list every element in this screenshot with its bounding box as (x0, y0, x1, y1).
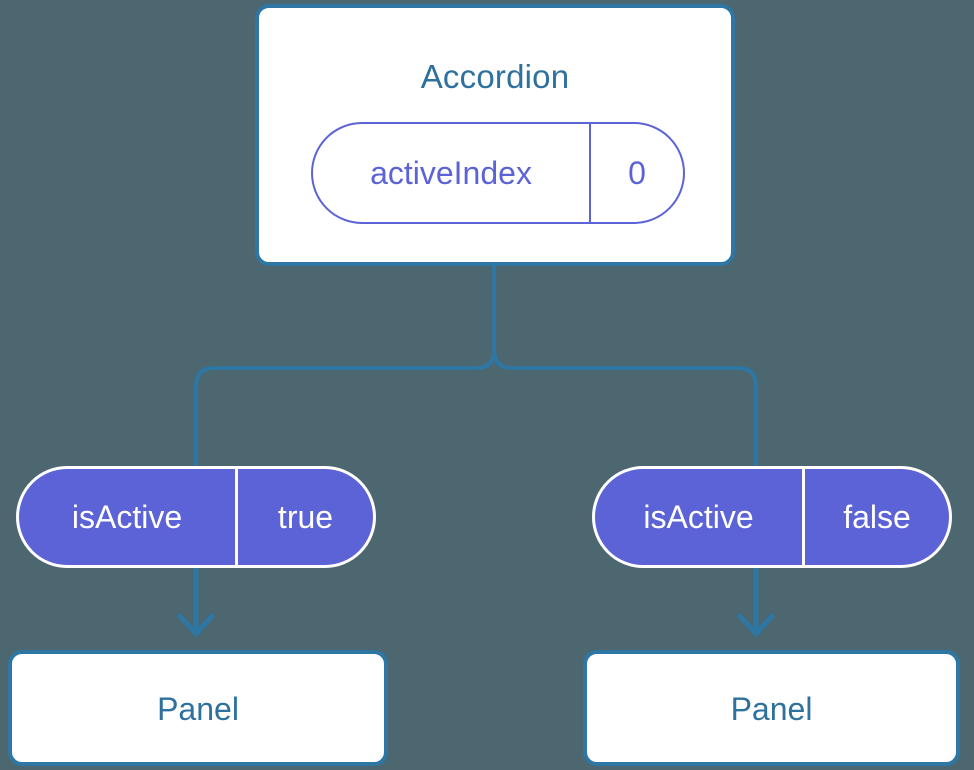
prop-pill-is-active-true-value: true (277, 498, 334, 535)
arrow-right-head-icon (737, 613, 775, 637)
edge-root-to-right-branch (492, 264, 758, 468)
prop-pill-is-active-false-value: false (843, 498, 911, 535)
node-panel-right[interactable]: Panel (583, 650, 960, 766)
node-panel-left[interactable]: Panel (8, 650, 388, 766)
prop-pill-active-index[interactable]: activeIndex 0 (311, 122, 685, 224)
node-panel-left-title: Panel (157, 691, 239, 727)
prop-pill-is-active-true-key: isActive (19, 469, 238, 565)
edge-root-to-left-branch (194, 264, 496, 468)
prop-pill-is-active-false-key: isActive (595, 469, 805, 565)
node-accordion-title: Accordion (420, 58, 570, 95)
node-panel-right-title: Panel (730, 691, 813, 727)
node-accordion[interactable]: Accordion activeIndex 0 (255, 4, 735, 266)
prop-pill-is-active-false[interactable]: isActive false (592, 466, 952, 568)
arrow-left-head-icon (177, 613, 215, 637)
prop-pill-active-index-value: 0 (628, 154, 646, 191)
prop-pill-active-index-key: activeIndex (313, 124, 591, 222)
prop-pill-is-active-true[interactable]: isActive true (16, 466, 376, 568)
